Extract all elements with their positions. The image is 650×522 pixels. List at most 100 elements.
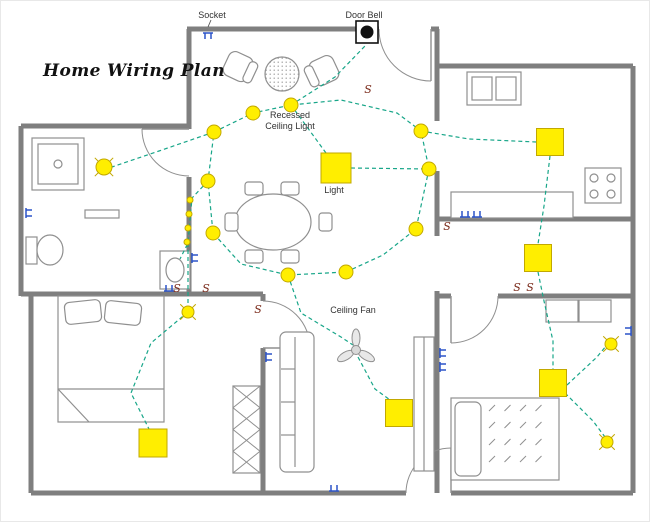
sink-basin (495, 76, 517, 101)
light-box (138, 428, 168, 458)
bath-sink (165, 257, 185, 283)
light-ray (94, 157, 99, 162)
socket-glyph (265, 352, 272, 362)
socket-icon (265, 352, 272, 362)
light-box (320, 152, 352, 184)
x-line (232, 407, 261, 430)
shower-drain (53, 159, 63, 169)
door-swing (450, 295, 499, 344)
socket-icon (439, 362, 446, 372)
recessed-ceiling-light (245, 105, 261, 121)
recessed-ceiling-light (280, 267, 296, 283)
socket-glyph (439, 348, 446, 358)
hatch-line (519, 404, 527, 412)
wire (130, 311, 189, 430)
wire-dot (186, 196, 194, 204)
hatch-line (519, 455, 527, 463)
dining-chair (244, 249, 264, 264)
light-box (536, 128, 564, 156)
light-box (539, 369, 567, 397)
x-line (232, 385, 261, 409)
dining-chair (280, 181, 300, 196)
switch-symbol: S (364, 83, 372, 96)
wall-light (179, 303, 197, 321)
wall-light (598, 433, 616, 451)
pillow2 (454, 401, 482, 477)
door-bell-label: Door Bell (345, 10, 383, 20)
dining-table (234, 193, 312, 251)
light-box (385, 399, 413, 427)
chair-back (303, 65, 320, 88)
ceiling-fan-label: Ceiling Fan (330, 305, 376, 315)
wall-light-bulb (95, 158, 113, 176)
burner (606, 189, 616, 199)
socket-glyph (472, 211, 482, 218)
recessed-ceiling-light (200, 173, 216, 189)
socket-glyph (164, 285, 174, 292)
hatch-line (535, 404, 542, 412)
dining-chair (280, 249, 300, 264)
wire-dot (185, 210, 193, 218)
kitchen-counter (450, 191, 574, 219)
hatch-line (504, 455, 511, 463)
burner (589, 173, 599, 183)
label-tick (207, 19, 212, 28)
light-ray (610, 445, 616, 451)
socket-icon (625, 326, 632, 336)
socket-icon (191, 253, 198, 263)
pillow (103, 300, 143, 326)
wire (420, 130, 537, 143)
hatch-line (519, 438, 527, 446)
dining-chair (244, 181, 264, 196)
socket-icon (329, 485, 339, 492)
toilet-tank (25, 236, 38, 265)
wardrobe (232, 385, 261, 474)
x-line (232, 429, 261, 452)
blanket-fold (57, 388, 90, 423)
sofa (279, 331, 315, 473)
round-table (264, 56, 300, 92)
wire (537, 271, 554, 369)
recessed-ceiling-light (338, 264, 354, 280)
wire (207, 99, 430, 276)
light-label: Light (324, 185, 344, 195)
dining-chair (318, 212, 333, 232)
hatch-line (535, 438, 542, 446)
sink-basin (471, 76, 493, 101)
hatch-line (504, 438, 511, 446)
socket-glyph (25, 208, 32, 218)
door-swing (141, 128, 190, 177)
wire (290, 45, 366, 106)
light-box (524, 244, 552, 272)
wire (564, 392, 606, 438)
wall-light (602, 335, 620, 353)
dining-chair (224, 212, 239, 232)
socket-glyph (460, 211, 470, 218)
socket-glyph (625, 326, 632, 336)
light-ray (610, 433, 616, 439)
socket-glyph (329, 485, 339, 492)
socket-icon (25, 208, 32, 218)
hatch-line (504, 421, 511, 429)
dresser (578, 299, 612, 323)
hatch-line (519, 421, 527, 429)
switch-symbol: S (443, 220, 451, 233)
chair-back (242, 61, 259, 84)
hatch-line (535, 421, 542, 429)
hatch-line (488, 455, 496, 463)
wire (357, 356, 398, 406)
ceiling-fan-icon (337, 328, 375, 363)
recessed-ceiling-light (206, 124, 222, 140)
socket-glyph (439, 362, 446, 372)
hatch-line (535, 455, 542, 463)
armchair (222, 51, 259, 84)
wire (290, 104, 327, 154)
hatch-line (488, 404, 496, 412)
wire (350, 167, 430, 170)
wire-dot (184, 224, 192, 232)
light-ray (191, 303, 197, 309)
light-ray (598, 433, 604, 439)
light-ray (109, 157, 114, 162)
